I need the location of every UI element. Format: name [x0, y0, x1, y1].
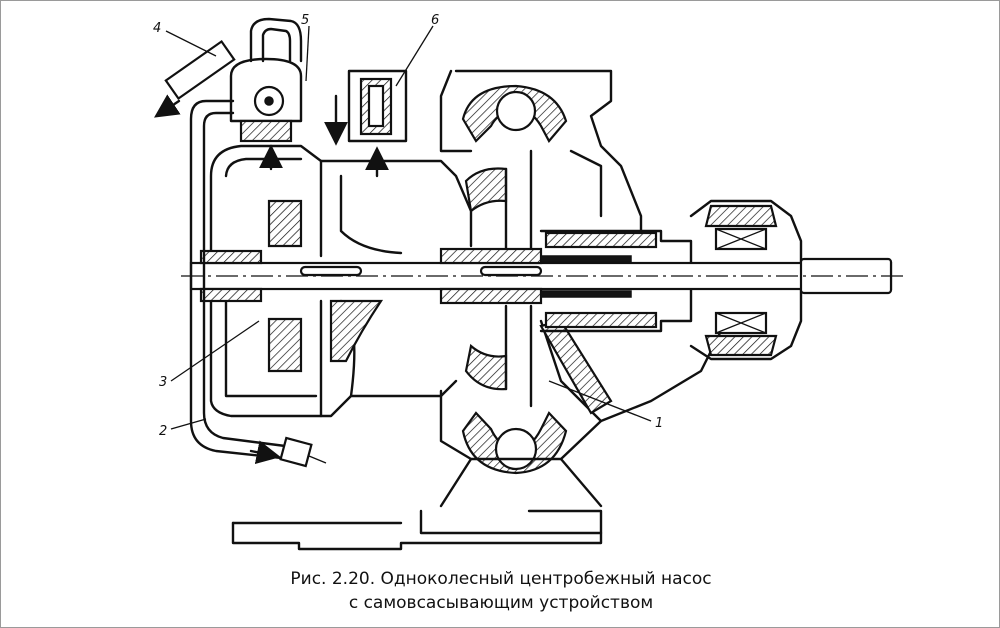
caption-line-1: Рис. 2.20. Одноколесный центробежный нас…	[290, 569, 712, 589]
volute-housing	[439, 69, 723, 475]
callout-leaders	[165, 25, 652, 430]
callout-label-3: 3	[159, 375, 167, 390]
air-ejector-assembly	[154, 17, 303, 171]
callout-label-2: 2	[159, 424, 167, 439]
callout-label-1: 1	[655, 416, 663, 431]
figure-caption: Рис. 2.20. Одноколесный центробежный нас…	[1, 567, 1000, 615]
base-plate	[231, 457, 603, 551]
suction-chamber-casing	[209, 144, 473, 418]
pump-shaft	[181, 247, 906, 305]
caption-line-2: с самовсасывающим устройством	[348, 593, 654, 613]
callout-label-4: 4	[153, 21, 161, 36]
callout-label-5: 5	[301, 13, 309, 28]
float-valve	[324, 69, 408, 178]
bypass-pipe	[189, 99, 327, 468]
callout-label-6: 6	[431, 13, 439, 28]
